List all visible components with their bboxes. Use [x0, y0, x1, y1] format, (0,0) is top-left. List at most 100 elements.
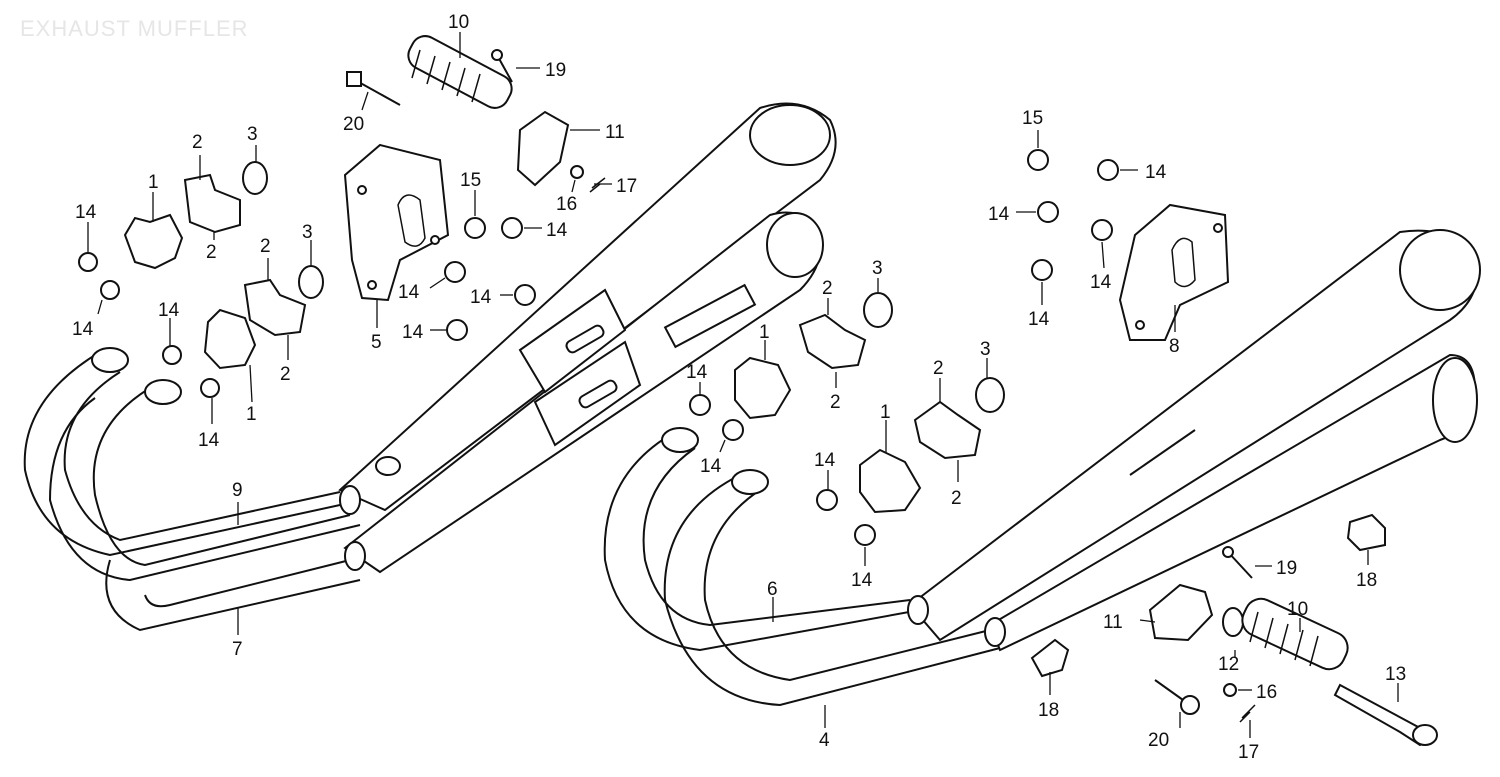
mounting-plate-8-slot [1171, 237, 1196, 288]
callout-19-right: 19 [1276, 558, 1297, 579]
muffler-4-end-cap [1432, 357, 1478, 443]
nut-14-i [1097, 159, 1119, 181]
pipe-4-inlet [731, 469, 769, 495]
callout-20-left: 20 [343, 114, 364, 135]
shaft-13-cap [1412, 724, 1438, 746]
muffler-4-bracket-tab [1129, 429, 1196, 476]
callout-2-right-b: 2 [830, 392, 841, 413]
callout-3-upper-a: 3 [247, 124, 258, 145]
pipe-7-inner [144, 559, 351, 608]
callout-14-i: 14 [1145, 162, 1167, 183]
washer-16-right [1223, 683, 1237, 697]
pipe-6-outer [603, 431, 921, 652]
callout-14-d: 14 [198, 430, 220, 451]
pipe-7-collar [344, 541, 366, 571]
joint-ring-1d [859, 448, 922, 514]
pipe-9-inner [63, 371, 341, 542]
footpeg-10-right [1241, 597, 1349, 671]
plate-5-hole-c [367, 280, 377, 290]
muffler-9-end-cap [749, 104, 831, 166]
plate-5-hole-a [357, 185, 367, 195]
footpeg-10 [407, 35, 513, 109]
pipe-4-outer [663, 474, 1001, 707]
bolt-20-right-head [1180, 695, 1200, 715]
callout-8: 8 [1169, 336, 1180, 357]
bolt-20-left-head [346, 71, 362, 87]
callout-14-l: 14 [1028, 309, 1050, 330]
callout-labels: 10 19 20 11 17 16 2 3 1 2 14 14 14 2 3 2… [72, 12, 1406, 763]
callout-2-right-d: 2 [951, 488, 962, 509]
gasket-3a [242, 161, 268, 195]
callout-14-j: 14 [988, 204, 1010, 225]
callout-20-right: 20 [1148, 730, 1169, 751]
left-muffler-assembly [23, 35, 837, 632]
pipe-6-inlet [661, 427, 699, 453]
callout-14-h: 14 [402, 322, 424, 343]
rubber-block-18-lower [1030, 638, 1070, 678]
callout-17-right: 17 [1238, 742, 1259, 763]
pipe-9-collar [339, 485, 361, 515]
nut-14-g [514, 284, 536, 306]
pipe-4-inner [703, 489, 991, 682]
callout-14-p: 14 [851, 570, 873, 591]
callout-9: 9 [232, 480, 243, 501]
bracket-slot-lower [578, 379, 618, 409]
callout-14-b: 14 [72, 319, 94, 340]
collar-2c [798, 313, 867, 370]
callout-3-right-b: 3 [980, 339, 991, 360]
callout-14-n: 14 [700, 456, 722, 477]
joint-ring-1c [734, 356, 792, 420]
bracket-11-left [516, 110, 570, 187]
nut-14-d [200, 378, 220, 398]
muffler-9-hole [375, 456, 401, 476]
callout-11-left: 11 [605, 122, 625, 143]
callout-1-upper-a: 1 [148, 172, 159, 193]
pipe-9-outer [23, 351, 341, 557]
nut-14-h [446, 319, 468, 341]
callout-2-right-c: 2 [933, 358, 944, 379]
callout-15-left: 15 [460, 170, 481, 191]
plate-8-hole-a [1135, 320, 1145, 330]
rubber-block-18-upper [1346, 513, 1386, 552]
callout-14-f: 14 [398, 282, 420, 303]
pipe-6-inner [642, 447, 911, 627]
nut-14-m [689, 394, 711, 416]
collar-2b [243, 278, 307, 337]
callout-14-c: 14 [158, 300, 180, 321]
joint-ring-1b [203, 308, 257, 370]
callout-1-lower-b: 1 [246, 404, 257, 425]
nut-15-right [1027, 149, 1049, 171]
muffler-7-heat-shield-slot [663, 283, 757, 349]
nut-15-left [464, 217, 486, 239]
callout-7: 7 [232, 639, 243, 660]
nut-14-j [1037, 201, 1059, 223]
callout-14-o: 14 [814, 450, 836, 471]
callout-14-g: 14 [470, 287, 492, 308]
diagram-title: EXHAUST MUFFLER [20, 16, 249, 41]
callout-2-right-a: 2 [822, 278, 833, 299]
callout-12: 12 [1218, 654, 1239, 675]
collar-2a [183, 173, 241, 234]
plate-8-hole-b [1213, 223, 1223, 233]
cotter-pin-17-left [589, 177, 606, 193]
nut-14-a [78, 252, 98, 272]
nut-14-e [501, 217, 523, 239]
mounting-plate-5-slot [397, 194, 426, 247]
gasket-3d [975, 377, 1005, 413]
callout-18-right-lower: 18 [1038, 700, 1059, 721]
callout-4: 4 [819, 730, 830, 751]
bracket-11-right [1148, 583, 1214, 642]
callout-14-e: 14 [546, 220, 568, 241]
callout-11-right: 11 [1103, 612, 1123, 633]
nut-14-k [1091, 219, 1113, 241]
muffler-7-end-cap [766, 212, 824, 278]
callout-13: 13 [1385, 664, 1406, 685]
washer-16-left [570, 165, 584, 179]
pipe-4-collar [984, 617, 1006, 647]
pipe-6-collar [907, 595, 929, 625]
nut-14-p [854, 524, 876, 546]
joint-ring-1a [123, 213, 184, 270]
callout-18-right-upper: 18 [1356, 570, 1377, 591]
